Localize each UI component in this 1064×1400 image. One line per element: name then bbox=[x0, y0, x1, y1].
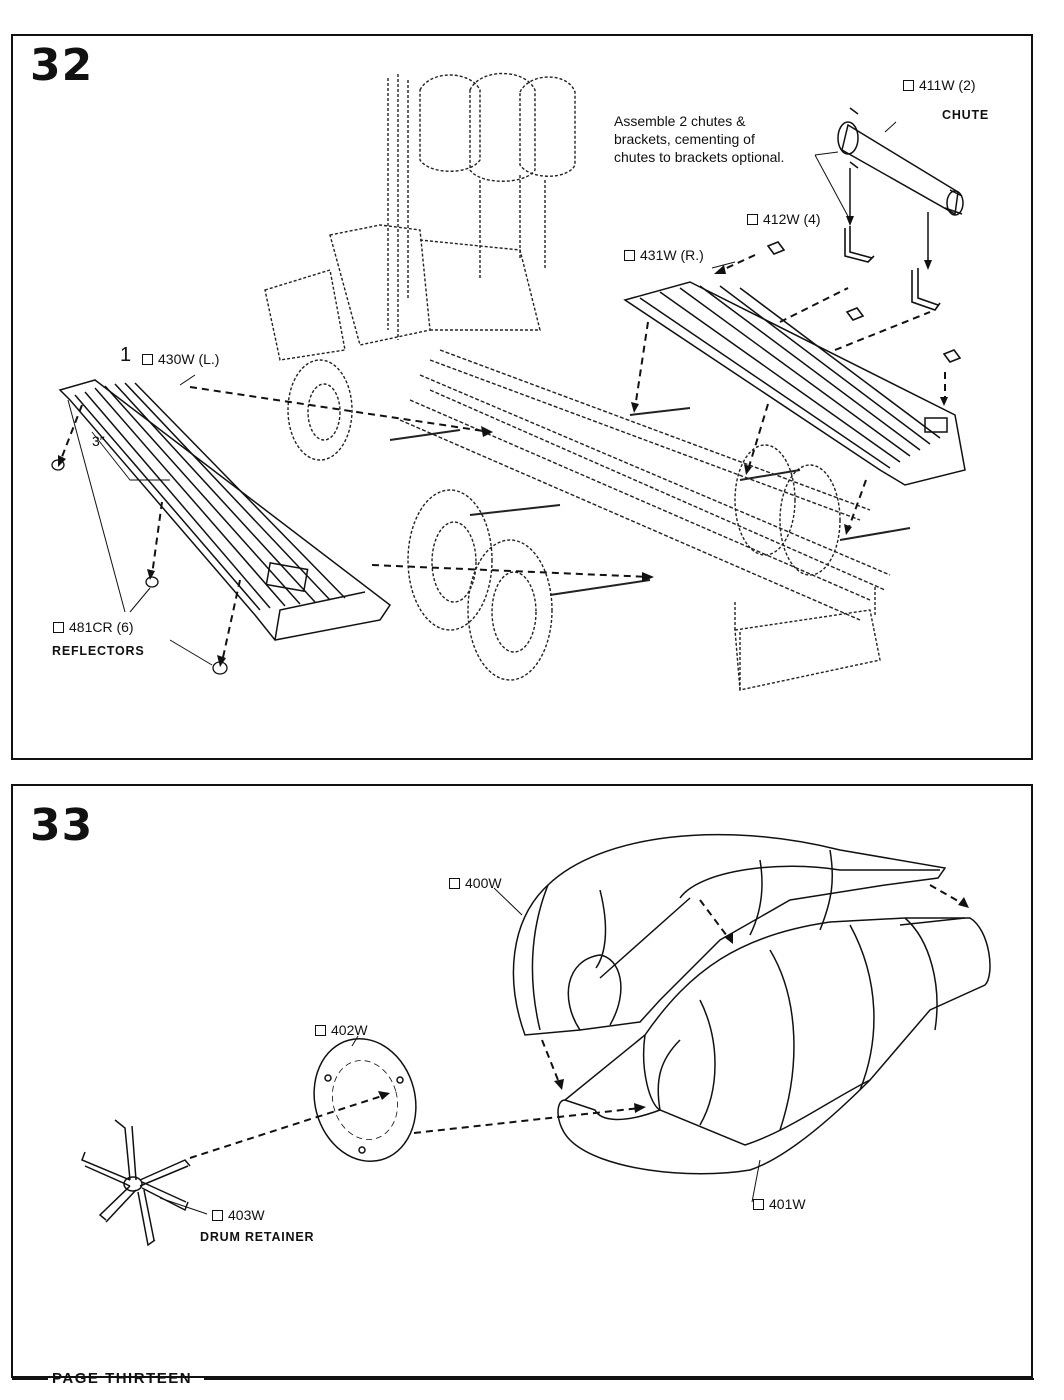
leader-lines-32 bbox=[67, 121, 897, 666]
part-checkbox-411w[interactable] bbox=[903, 80, 914, 91]
dimension-3-inch: 3″ bbox=[92, 433, 105, 449]
assembly-arrows-33 bbox=[189, 884, 966, 1159]
caption-chute: CHUTE bbox=[942, 108, 990, 122]
page-footer: PAGE THIRTEEN bbox=[12, 1369, 1034, 1389]
part-checkbox-400w[interactable] bbox=[449, 878, 460, 889]
part-number-431w: 431W (R.) bbox=[640, 247, 704, 263]
part-label-412w: 412W (4) bbox=[747, 212, 821, 226]
part-checkbox-403w[interactable] bbox=[212, 1210, 223, 1221]
part-label-481cr: 481CR (6) bbox=[53, 620, 134, 634]
lower-drum-half-drawing bbox=[557, 917, 991, 1175]
assembly-note-line-3: chutes to brackets optional. bbox=[614, 149, 785, 165]
right-fender-drawing bbox=[623, 281, 966, 486]
part-checkbox-431w[interactable] bbox=[624, 250, 635, 261]
step-number-33: 33 bbox=[30, 800, 94, 851]
part-checkbox-402w[interactable] bbox=[315, 1025, 326, 1036]
caption-drum-retainer: DRUM RETAINER bbox=[200, 1230, 315, 1244]
truck-chassis-drawing bbox=[264, 72, 911, 691]
assembly-note: Assemble 2 chutes & brackets, cementing … bbox=[614, 112, 784, 166]
index-number-430w: 1 bbox=[120, 344, 132, 366]
part-checkbox-430w[interactable] bbox=[142, 354, 153, 365]
part-number-430w: 430W (L.) bbox=[158, 351, 220, 367]
assembly-arrowheads-32 bbox=[58, 265, 948, 667]
chute-arrowheads bbox=[846, 216, 932, 270]
chute-arrows bbox=[849, 168, 929, 266]
upper-drum-half-drawing bbox=[512, 833, 947, 1036]
step-33-panel bbox=[11, 784, 1033, 1378]
part-number-481cr: 481CR (6) bbox=[69, 619, 134, 635]
drum-retainer-drawing bbox=[81, 1119, 191, 1247]
part-number-411w: 411W (2) bbox=[919, 77, 976, 93]
step-32-panel bbox=[11, 34, 1033, 760]
page-number-label: PAGE THIRTEEN bbox=[52, 1370, 193, 1387]
part-label-401w: 401W bbox=[753, 1197, 806, 1211]
part-number-403w: 403W bbox=[228, 1207, 265, 1223]
part-number-401w: 401W bbox=[769, 1196, 806, 1212]
part-number-402w: 402W bbox=[331, 1022, 368, 1038]
part-number-400w: 400W bbox=[465, 875, 502, 891]
part-number-412w: 412W (4) bbox=[763, 211, 821, 227]
assembly-arrowheads-33 bbox=[378, 897, 969, 1113]
left-fender-drawing bbox=[58, 379, 392, 641]
leader-lines-33 bbox=[159, 887, 761, 1215]
part-label-400w: 400W bbox=[449, 876, 502, 890]
part-label-431w: 431W (R.) bbox=[624, 248, 704, 262]
assembly-note-line-2: brackets, cementing of bbox=[614, 131, 755, 147]
assembly-arrows-32 bbox=[59, 254, 946, 663]
part-checkbox-412w[interactable] bbox=[747, 214, 758, 225]
part-label-403w: 403W bbox=[212, 1208, 265, 1222]
cover-plate-drawing bbox=[313, 1037, 417, 1163]
footer-rule-right bbox=[204, 1378, 1034, 1380]
footer-rule-left bbox=[12, 1378, 48, 1380]
part-label-411w: 411W (2) bbox=[903, 78, 976, 92]
caption-reflectors: REFLECTORS bbox=[52, 644, 145, 658]
chute-drawing bbox=[837, 107, 964, 216]
part-label-402w: 402W bbox=[315, 1023, 368, 1037]
part-checkbox-481cr[interactable] bbox=[53, 622, 64, 633]
step-number-32: 32 bbox=[30, 40, 94, 91]
assembly-note-line-1: Assemble 2 chutes & bbox=[614, 113, 746, 129]
part-checkbox-401w[interactable] bbox=[753, 1199, 764, 1210]
part-label-430w: 430W (L.) bbox=[142, 352, 219, 366]
bracket-drawing bbox=[766, 226, 962, 363]
